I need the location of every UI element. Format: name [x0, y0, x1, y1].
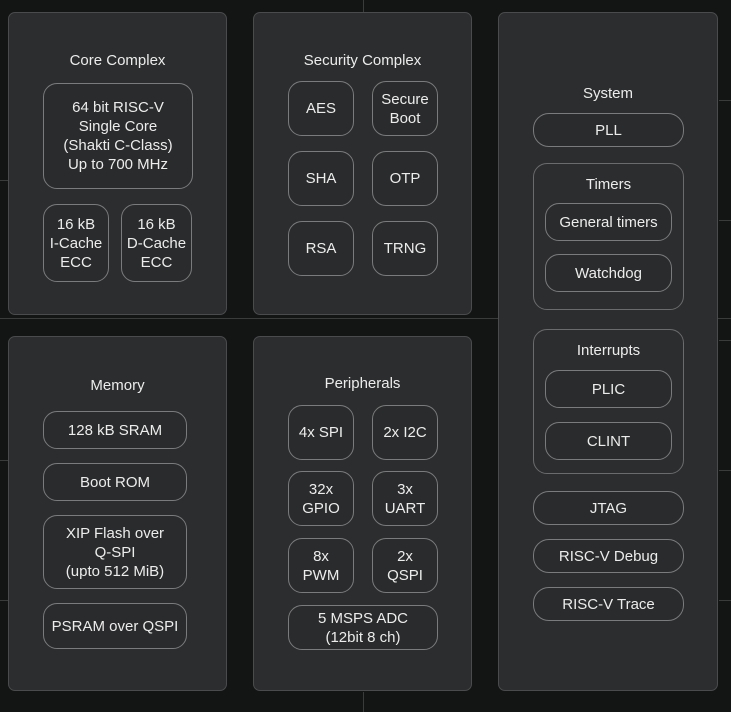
adc-block: 5 MSPS ADC (12bit 8 ch) [288, 605, 438, 650]
trace-line [719, 470, 731, 471]
risc-v-trace-block: RISC-V Trace [533, 587, 684, 621]
trace-line [0, 600, 8, 601]
system-panel: System PLL Timers General timers Watchdo… [498, 12, 718, 691]
trace-line [719, 340, 731, 341]
spi-block: 4x SPI [288, 405, 354, 460]
uart-block: 3x UART [372, 471, 438, 526]
pll-block: PLL [533, 113, 684, 147]
trng-block: TRNG [372, 221, 438, 276]
security-complex-panel: Security Complex AES Secure Boot SHA OTP… [253, 12, 472, 315]
rsa-block: RSA [288, 221, 354, 276]
otp-block: OTP [372, 151, 438, 206]
cpu-block: 64 bit RISC-V Single Core (Shakti C-Clas… [43, 83, 193, 189]
xip-flash-block: XIP Flash over Q-SPI (upto 512 MiB) [43, 515, 187, 589]
secure-boot-block: Secure Boot [372, 81, 438, 136]
jtag-block: JTAG [533, 491, 684, 525]
security-complex-title: Security Complex [303, 52, 422, 69]
psram-block: PSRAM over QSPI [43, 603, 187, 649]
boot-rom-block: Boot ROM [43, 463, 187, 501]
trace-line [719, 600, 731, 601]
trace-line [0, 318, 731, 319]
icache-block: 16 kB I-Cache ECC [43, 204, 109, 282]
qspi-block: 2x QSPI [372, 538, 438, 593]
clint-block: CLINT [545, 422, 672, 460]
memory-title: Memory [90, 377, 145, 394]
watchdog-block: Watchdog [545, 254, 672, 292]
timers-title: Timers [585, 176, 632, 193]
system-title: System [582, 85, 633, 102]
trace-line [719, 220, 731, 221]
dcache-block: 16 kB D-Cache ECC [121, 204, 192, 282]
interrupts-group: Interrupts PLIC CLINT [533, 329, 684, 474]
memory-panel: Memory 128 kB SRAM Boot ROM XIP Flash ov… [8, 336, 227, 691]
peripherals-panel: Peripherals 4x SPI 2x I2C 32x GPIO 3x UA… [253, 336, 472, 691]
sram-block: 128 kB SRAM [43, 411, 187, 449]
trace-line [363, 0, 364, 12]
aes-block: AES [288, 81, 354, 136]
sha-block: SHA [288, 151, 354, 206]
gpio-block: 32x GPIO [288, 471, 354, 526]
general-timers-block: General timers [545, 203, 672, 241]
core-complex-panel: Core Complex 64 bit RISC-V Single Core (… [8, 12, 227, 315]
trace-line [719, 100, 731, 101]
timers-group: Timers General timers Watchdog [533, 163, 684, 310]
trace-line [0, 460, 8, 461]
interrupts-title: Interrupts [576, 342, 641, 359]
trace-line [0, 180, 8, 181]
plic-block: PLIC [545, 370, 672, 408]
pwm-block: 8x PWM [288, 538, 354, 593]
trace-line [363, 692, 364, 712]
i2c-block: 2x I2C [372, 405, 438, 460]
risc-v-debug-block: RISC-V Debug [533, 539, 684, 573]
core-complex-title: Core Complex [69, 52, 166, 69]
peripherals-title: Peripherals [324, 375, 401, 392]
